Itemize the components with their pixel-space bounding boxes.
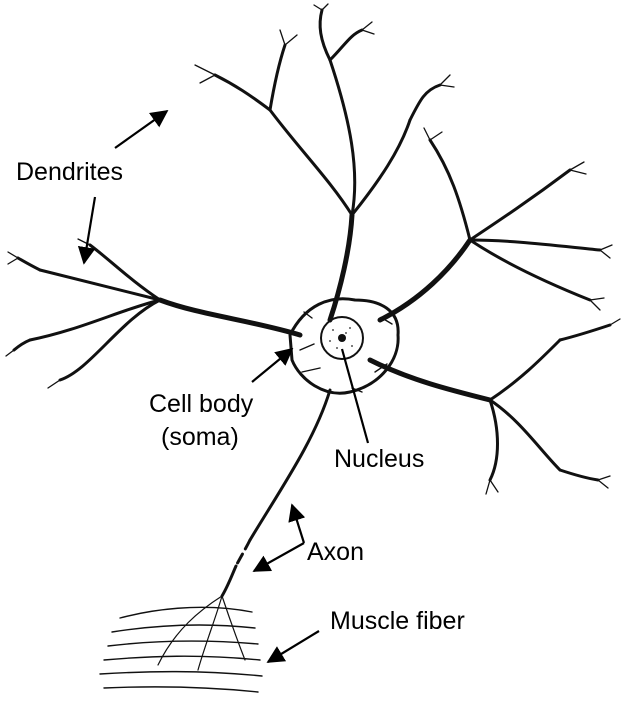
label-axon: Axon	[307, 538, 364, 566]
dendrites-arrow-upper	[115, 111, 167, 148]
muscle-strand-3	[108, 641, 258, 646]
nucleus-arrow-line	[342, 349, 368, 443]
dendrite-trunk-left	[160, 300, 300, 335]
muscle-strand-1	[120, 607, 252, 618]
dendrites-arrow-lower	[84, 197, 95, 263]
dendrites	[6, 4, 620, 494]
muscle-strand-6	[104, 687, 258, 692]
cell-body	[290, 299, 398, 393]
axon-arrow-lower	[254, 543, 304, 571]
label-muscle-fiber: Muscle fiber	[330, 607, 465, 635]
label-soma: (soma)	[161, 423, 239, 451]
axon-arrow-upper	[292, 505, 304, 543]
cell-body-arrow	[252, 349, 292, 382]
labels: Dendrites Cell body (soma) Nucleus Axon …	[16, 158, 465, 635]
muscle-fiber	[100, 596, 262, 692]
dendrite-trunk-top	[330, 215, 352, 320]
muscle-strand-5	[100, 672, 262, 676]
label-arrows	[84, 111, 368, 662]
dendrite-trunk-right	[380, 240, 470, 320]
muscle-fiber-arrow	[268, 631, 319, 662]
muscle-strand-4	[104, 656, 260, 660]
label-dendrites: Dendrites	[16, 158, 123, 186]
label-cell-body: Cell body	[149, 390, 254, 418]
label-nucleus: Nucleus	[334, 445, 424, 473]
